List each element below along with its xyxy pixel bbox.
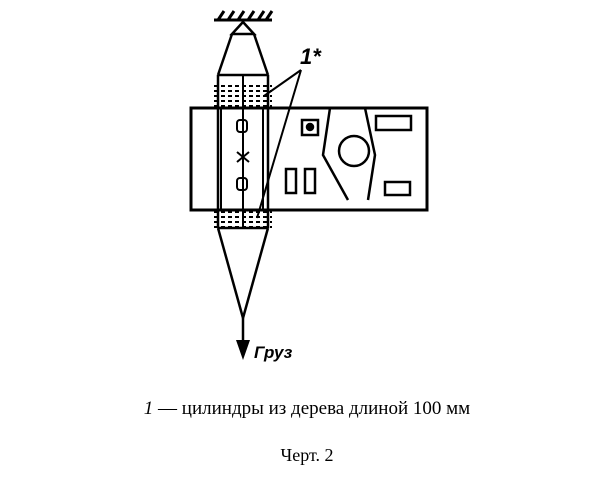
legend-number: 1	[143, 398, 154, 419]
callout-leaders	[256, 69, 302, 219]
figure-number: Черт. 2	[280, 445, 334, 465]
callout-label: 1*	[300, 44, 322, 69]
wooden-cylinders-upper	[214, 85, 272, 107]
object-features	[284, 107, 413, 201]
strap-links	[236, 119, 250, 191]
lower-sling	[216, 226, 270, 344]
legend-text: — цилиндры из дерева длиной 100 мм	[153, 398, 471, 419]
test-object	[189, 106, 429, 212]
load-label: Груз	[254, 343, 293, 362]
fixed-support	[214, 10, 274, 36]
upper-sling	[216, 33, 270, 77]
load-arrow	[236, 340, 250, 360]
legend-caption: 1 — цилиндры из дерева длиной 100 мм	[0, 398, 614, 420]
